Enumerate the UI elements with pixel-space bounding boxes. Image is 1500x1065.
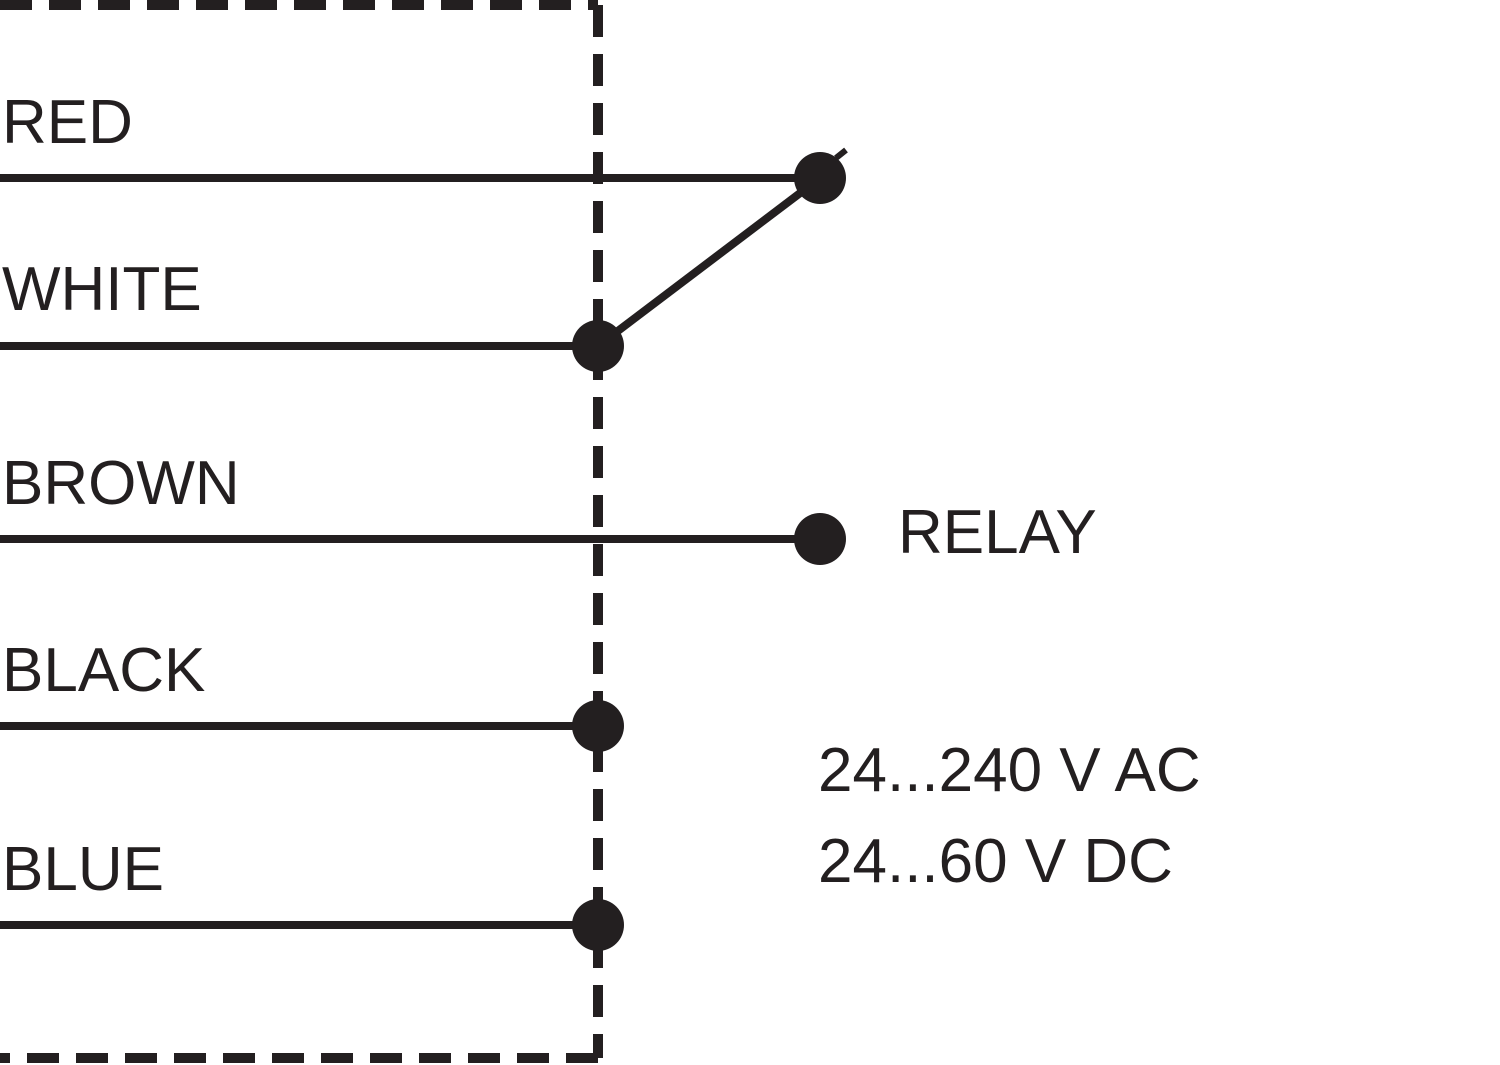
supply-dc-label: 24...60 V DC	[818, 827, 1173, 896]
wire-label-blue: BLUE	[2, 835, 164, 904]
terminal-red-contact	[794, 152, 846, 204]
terminal-relay	[794, 513, 846, 565]
wire-label-white: WHITE	[2, 255, 202, 324]
wire-label-black: BLACK	[2, 636, 205, 705]
terminals	[572, 147, 848, 951]
supply-ac-label: 24...240 V AC	[818, 736, 1201, 805]
switch-contact-arm	[595, 174, 823, 350]
junction-black	[572, 700, 624, 752]
junction-blue	[572, 899, 624, 951]
junction-white	[572, 320, 624, 372]
terminal-red-tick	[834, 147, 848, 161]
wire-label-brown: BROWN	[2, 449, 240, 518]
wires	[0, 174, 823, 929]
wire-label-red: RED	[2, 88, 133, 157]
relay-label: RELAY	[898, 498, 1097, 567]
